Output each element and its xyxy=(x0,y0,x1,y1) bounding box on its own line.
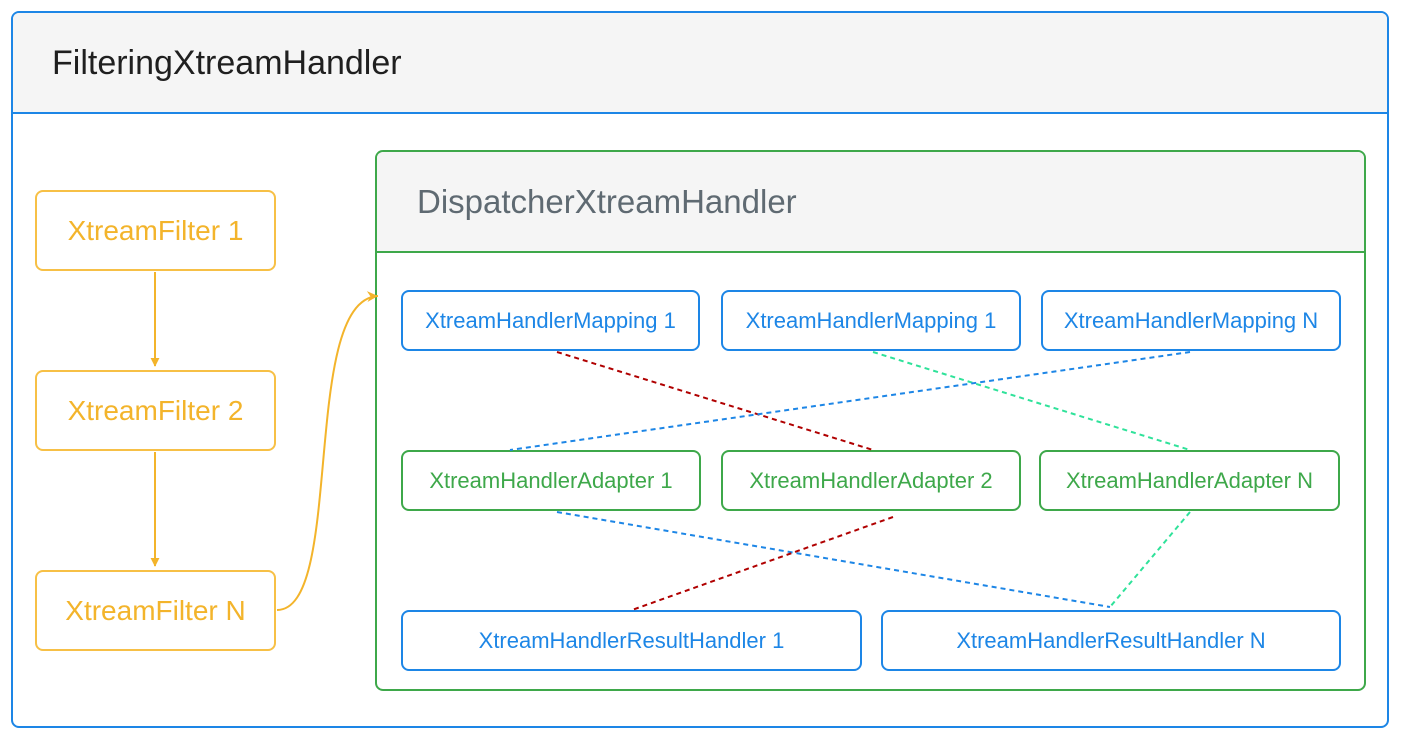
xtream-filter-2[interactable]: XtreamFilter 2 xyxy=(35,370,276,451)
handler-mapping-n[interactable]: XtreamHandlerMapping N xyxy=(1041,290,1341,351)
handler-adapter-n[interactable]: XtreamHandlerAdapter N xyxy=(1039,450,1340,511)
result-handler-1[interactable]: XtreamHandlerResultHandler 1 xyxy=(401,610,862,671)
xtream-filter-1[interactable]: XtreamFilter 1 xyxy=(35,190,276,271)
handler-adapter-1[interactable]: XtreamHandlerAdapter 1 xyxy=(401,450,701,511)
filtering-xtream-handler-container: FilteringXtreamHandler xyxy=(11,11,1389,728)
dispatcher-xtream-handler-title: DispatcherXtreamHandler xyxy=(417,183,797,220)
dispatcher-xtream-handler-container: DispatcherXtreamHandler xyxy=(375,150,1366,691)
handler-adapter-2[interactable]: XtreamHandlerAdapter 2 xyxy=(721,450,1021,511)
xtream-filter-n[interactable]: XtreamFilter N xyxy=(35,570,276,651)
handler-mapping-2[interactable]: XtreamHandlerMapping 1 xyxy=(721,290,1021,351)
result-handler-n[interactable]: XtreamHandlerResultHandler N xyxy=(881,610,1341,671)
handler-mapping-1[interactable]: XtreamHandlerMapping 1 xyxy=(401,290,700,351)
filtering-xtream-handler-header: FilteringXtreamHandler xyxy=(13,13,1387,114)
filtering-xtream-handler-title: FilteringXtreamHandler xyxy=(52,44,402,82)
dispatcher-xtream-handler-header: DispatcherXtreamHandler xyxy=(377,152,1364,253)
